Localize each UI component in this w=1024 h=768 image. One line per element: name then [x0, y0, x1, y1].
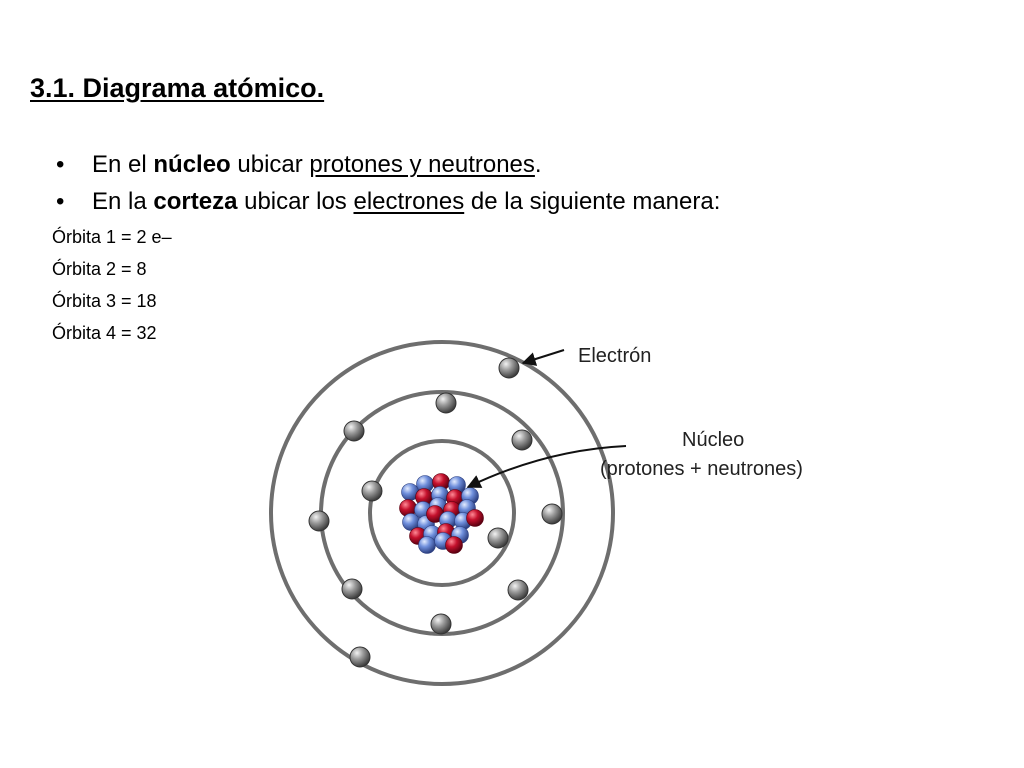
- bullet-bold-term: núcleo: [153, 151, 231, 178]
- bullet-underlined-term: electrones: [353, 188, 465, 215]
- bullet-bold-term: corteza: [153, 188, 238, 215]
- electron-7: [430, 613, 452, 635]
- electron-12: [349, 646, 371, 668]
- orbit-line-3: Órbita 3 = 18: [52, 291, 157, 311]
- bullet-text-mid: ubicar los: [237, 188, 354, 215]
- electron-3: [435, 392, 457, 414]
- bullet-dot: •: [56, 151, 65, 178]
- orbit-line-2: Órbita 2 = 8: [52, 259, 147, 279]
- bullet-text-mid: ubicar: [230, 151, 310, 178]
- electron-6: [507, 579, 529, 601]
- electron-group: [308, 357, 563, 668]
- arrows: [466, 349, 627, 488]
- bullet-underlined-term: protones y neutrones: [309, 151, 535, 178]
- proton-26: [445, 536, 463, 554]
- bullet-list: • En el núcleo ubicar protones y neutron…: [56, 146, 720, 220]
- nucleus-detail-label: (protones + neutrones): [600, 458, 803, 480]
- orbit-line-4: Órbita 4 = 32: [52, 323, 157, 343]
- electron-2: [487, 527, 509, 549]
- electron-8: [341, 578, 363, 600]
- bullet-text-post: de la siguiente manera:: [464, 188, 721, 215]
- orbit-line-1: Órbita 1 = 2 e–: [52, 227, 172, 247]
- bullet-text-pre: En la: [92, 188, 154, 215]
- electron-4: [511, 429, 533, 451]
- electron-9: [308, 510, 330, 532]
- electron-1: [361, 480, 383, 502]
- bullet-cortex: • En la corteza ubicar los electrones de…: [56, 183, 720, 220]
- electron-5: [541, 503, 563, 525]
- electron-11: [498, 357, 520, 379]
- bullet-dot: •: [56, 188, 65, 215]
- electron-10: [343, 420, 365, 442]
- electron-arrow: [521, 349, 565, 366]
- nucleus-arrow: [466, 445, 627, 488]
- nucleus-cluster: [399, 473, 484, 554]
- shell-3: [269, 340, 615, 686]
- bullet-text-pre: En el: [92, 151, 154, 178]
- bullet-nucleus: • En el núcleo ubicar protones y neutron…: [56, 146, 720, 183]
- nucleus-label: Núcleo: [682, 429, 744, 451]
- electron-label: Electrón: [578, 345, 651, 367]
- slide-title: 3.1. Diagrama atómico.: [30, 73, 325, 103]
- proton-19: [466, 509, 484, 527]
- bullet-text-post: .: [534, 151, 542, 178]
- neutron-24: [418, 536, 436, 554]
- orbit-list: Órbita 1 = 2 e– Órbita 2 = 8 Órbita 3 = …: [52, 221, 172, 349]
- shell-1: [368, 439, 516, 587]
